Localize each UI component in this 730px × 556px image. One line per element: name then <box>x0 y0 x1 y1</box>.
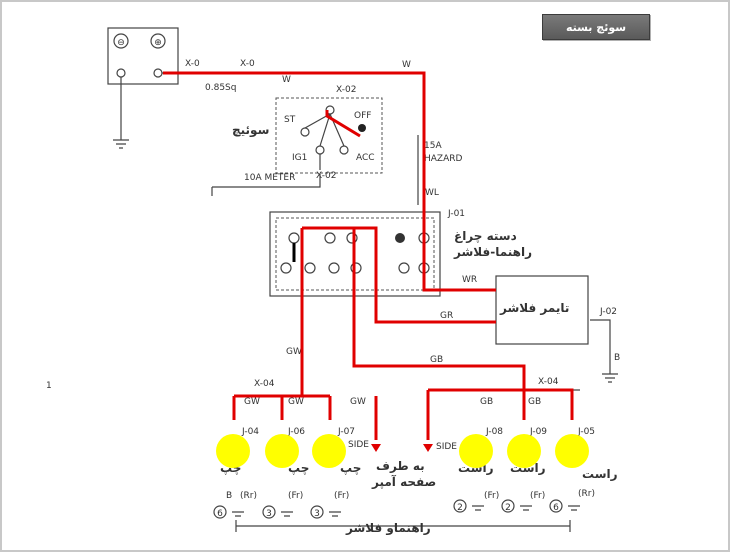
lamp-rr-label-1: (Rr) <box>240 491 257 501</box>
side-label-left: SIDE <box>348 440 369 450</box>
ground-number-6a: 6 <box>217 509 223 519</box>
wire-color-wl: WL <box>425 188 439 198</box>
wire-gw-j06: GW <box>288 397 304 407</box>
ground-b-label: B <box>614 353 620 363</box>
lamp-fr-label-3: (Fr) <box>484 491 499 501</box>
wire-gw-j07: GW <box>350 397 366 407</box>
connector-j06: J-06 <box>287 427 305 437</box>
meter-fuse-label: 10A METER <box>244 173 295 183</box>
switch-ig1-label: IG1 <box>292 153 307 163</box>
connector-j08: J-08 <box>485 427 503 437</box>
lamp-fr-label-1: (Fr) <box>288 491 303 501</box>
switch-off-label: OFF <box>354 111 371 121</box>
fuse-15a-label: 15A <box>424 141 442 151</box>
hazard-label: HAZARD <box>424 154 463 164</box>
ground-symbols <box>213 499 580 519</box>
closed-switch-button[interactable]: سوئچ بسته <box>542 14 650 40</box>
side-label-right: SIDE <box>436 442 457 452</box>
connector-x02-top: X-02 <box>336 85 356 95</box>
ignition-switch: X-02 ST OFF IG1 ACC سوئیچ <box>232 85 383 174</box>
wire-size-label: 0.85Sq <box>205 83 236 93</box>
to-amp-label-2: صفحه آمپر <box>371 474 436 489</box>
connector-j07: J-07 <box>337 427 355 437</box>
connector-j01: J-01 <box>447 209 465 219</box>
lamp-fr-label-2: (Fr) <box>334 491 349 501</box>
ground-b-lamp: B <box>226 491 232 501</box>
battery-minus-symbol: ⊖ <box>117 38 125 48</box>
margin-number: 1 <box>46 381 52 391</box>
flasher-timer: تایمر فلاشر J-02 B <box>495 275 620 383</box>
bottom-caption: راهنماو فلاشر <box>345 521 431 536</box>
wire-color-w-2: W <box>402 60 411 70</box>
wire-color-wr: WR <box>462 275 477 285</box>
wire-gb-j09: GB <box>528 397 541 407</box>
battery: ⊖ ⊕ <box>107 27 179 149</box>
ground-number-2b: 2 <box>505 503 511 513</box>
to-amp-label-1: به طرف <box>376 459 425 473</box>
connector-j09: J-09 <box>529 427 547 437</box>
flasher-timer-label: تایمر فلاشر <box>499 301 569 315</box>
ground-number-6b: 6 <box>553 503 559 513</box>
lamp-j04 <box>216 434 250 468</box>
connector-x02-bottom: X-02 <box>316 171 336 181</box>
battery-plus-symbol: ⊕ <box>154 38 162 48</box>
lamp-fr-label-4: (Fr) <box>530 491 545 501</box>
wire-gw-j04: GW <box>244 397 260 407</box>
lamps <box>216 434 589 468</box>
turn-signal-switch: J-01 دسته چراغ راهنما-فلاشر <box>269 209 532 297</box>
connector-x0-left: X-0 <box>185 59 200 69</box>
lamp-j08 <box>459 434 493 468</box>
lamp-j09 <box>507 434 541 468</box>
wire-color-gb-main: GB <box>430 355 443 365</box>
wire-color-w-1: W <box>282 75 291 85</box>
lamp-j05 <box>555 434 589 468</box>
switch-persian-label: سوئیچ <box>232 123 269 138</box>
lamp-j07 <box>312 434 346 468</box>
connector-j05: J-05 <box>577 427 595 437</box>
lamp-rr-label-2: (Rr) <box>578 489 595 499</box>
wire-gb-j08: GB <box>480 397 493 407</box>
wire-color-gw-main: GW <box>286 347 302 357</box>
ground-number-3a: 3 <box>266 509 272 519</box>
connector-x04-right: X-04 <box>538 377 559 387</box>
ground-number-3b: 3 <box>314 509 320 519</box>
active-circuit <box>163 71 574 452</box>
connector-j04: J-04 <box>241 427 259 437</box>
lamp-switch-label-1: دسته چراغ <box>454 229 517 243</box>
connector-x0-right: X-0 <box>240 59 255 69</box>
switch-st-label: ST <box>284 115 296 125</box>
ground-number-2a: 2 <box>457 503 463 513</box>
switch-acc-label: ACC <box>356 153 375 163</box>
lamp-left-label-3: چپ <box>340 461 361 475</box>
lamp-j06 <box>265 434 299 468</box>
connector-x04-left: X-04 <box>254 379 275 389</box>
wire-color-gr: GR <box>440 311 453 321</box>
connector-j02: J-02 <box>599 307 617 317</box>
lamp-switch-label-2: راهنما-فلاشر <box>453 245 532 259</box>
lamp-right-label-3: راست <box>582 467 618 481</box>
lamp-left-label-2: چپ <box>288 461 309 475</box>
